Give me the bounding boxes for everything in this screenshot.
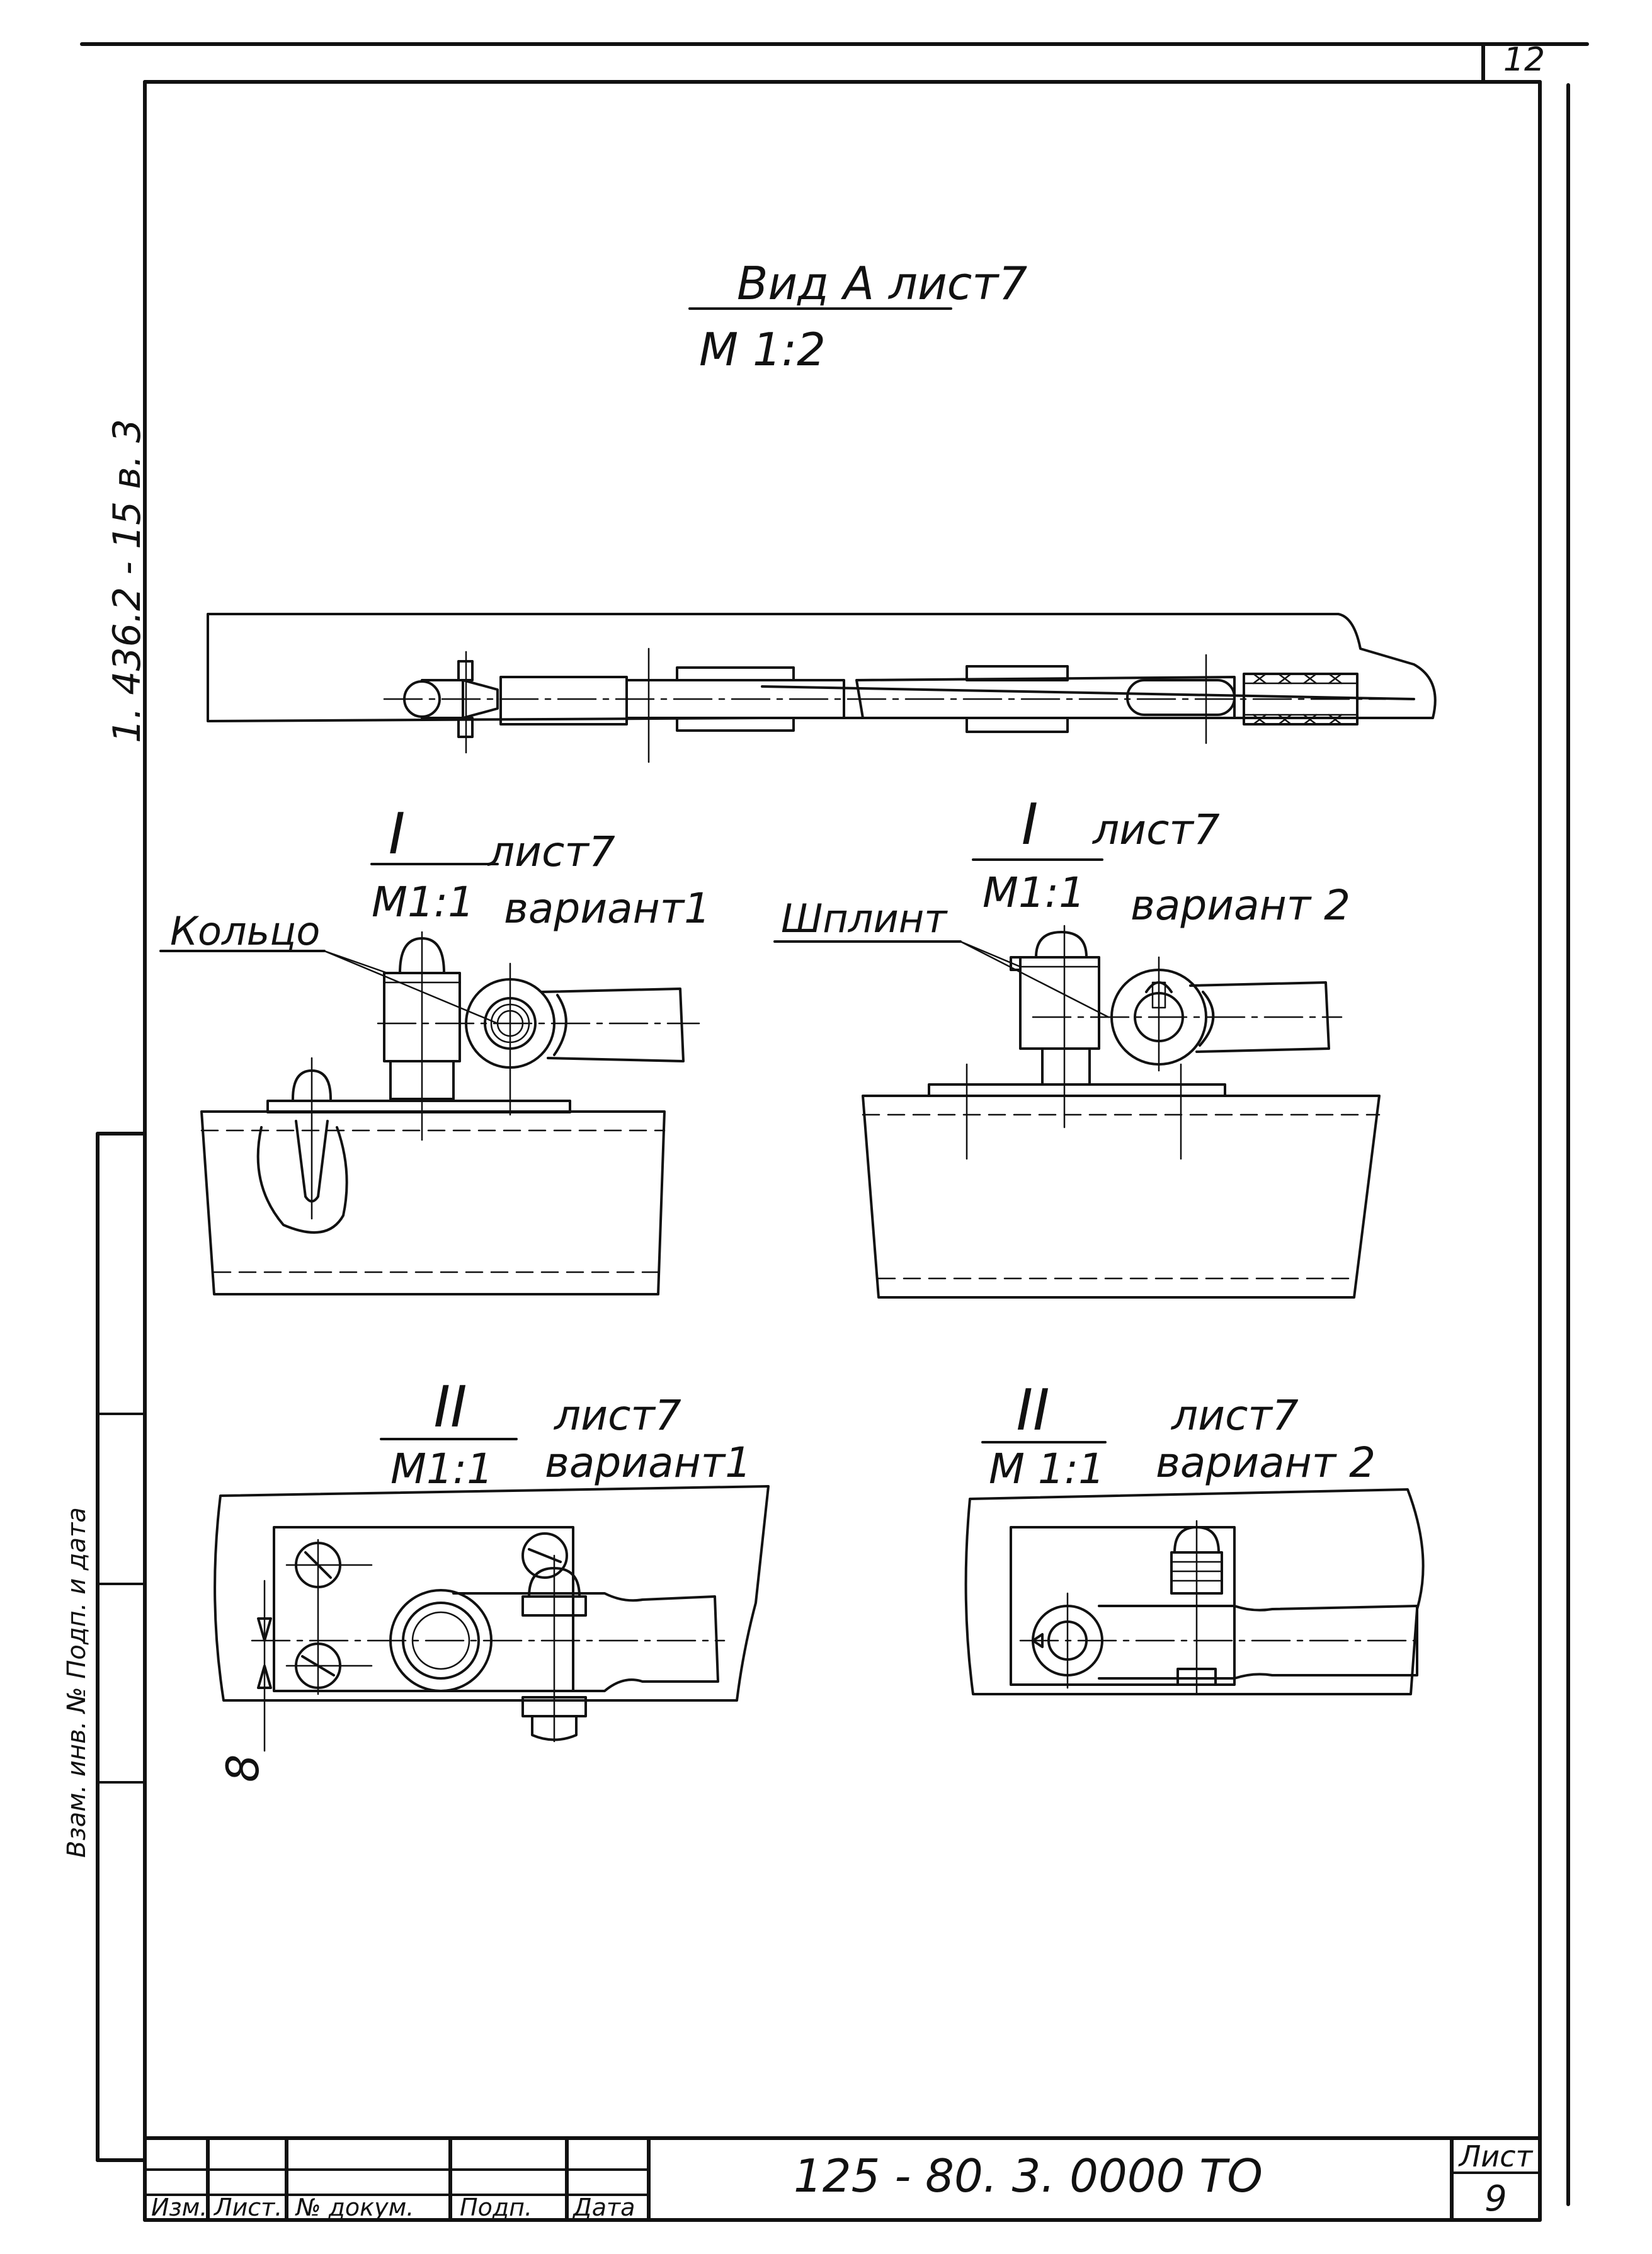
detail-1-var2-scale: М1:1 — [983, 868, 1085, 917]
title-col-signature: Подп. — [460, 2194, 532, 2221]
detail-2-var2-drawing — [964, 1488, 1425, 1695]
detail-1-var1-roman: I — [389, 801, 406, 867]
detail-1-var1-variant: вариант1 — [504, 884, 710, 933]
detail-2-var1-roman: II — [433, 1374, 467, 1440]
document-designation: 125 - 80. 3. 0000 ТО — [794, 2149, 1263, 2202]
sheet-number-top: 12 — [1503, 41, 1545, 79]
title-col-date: Дата — [572, 2194, 635, 2221]
detail-1-var1-sheet: лист7 — [487, 828, 615, 876]
view-a-title: Вид А лист7 — [737, 257, 1027, 310]
detail-1-var2-roman: I — [1022, 792, 1039, 858]
detail-2-var2-scale: М 1:1 — [989, 1445, 1105, 1493]
dimension-8: 8 — [217, 1754, 269, 1782]
binding-strip-text: Взам. инв. № Подп. и дата — [62, 1507, 91, 1858]
detail-1-var2-drawing — [862, 925, 1381, 1299]
detail-2-var1-variant: вариант1 — [545, 1438, 751, 1487]
detail-1-var1-scale: М1:1 — [372, 878, 474, 926]
detail-2-var2-variant: вариант 2 — [1156, 1438, 1376, 1487]
detail-2-var2-sheet: лист7 — [1170, 1391, 1299, 1440]
title-block — [143, 2136, 1542, 2222]
side-designation-code: 1. 436.2 - 15 в. 3 — [105, 419, 149, 743]
sheet-value: 9 — [1484, 2178, 1507, 2219]
detail-2-var1-sheet: лист7 — [553, 1391, 681, 1440]
title-col-izm: Изм. — [151, 2194, 207, 2221]
view-a-scale: М 1:2 — [699, 323, 826, 376]
sheet-frame — [80, 42, 1589, 2222]
detail-1-var1-drawing — [200, 931, 700, 1295]
callout-ring: Кольцо — [170, 908, 320, 954]
title-col-doc-number: № докум. — [295, 2194, 414, 2221]
title-col-list: Лист. — [213, 2194, 282, 2221]
binding-strip — [96, 1132, 147, 2162]
detail-1-var2-variant: вариант 2 — [1131, 881, 1350, 930]
detail-2-var2-roman: II — [1016, 1377, 1049, 1443]
detail-1-var2-sheet: лист7 — [1091, 805, 1220, 854]
detail-2-var1-scale: М1:1 — [390, 1445, 493, 1493]
sheet-label: Лист — [1458, 2139, 1534, 2173]
view-a-assembly — [207, 613, 1437, 763]
detail-2-var1-drawing — [214, 1485, 770, 1752]
callout-cotter-pin: Шплинт — [781, 896, 948, 942]
